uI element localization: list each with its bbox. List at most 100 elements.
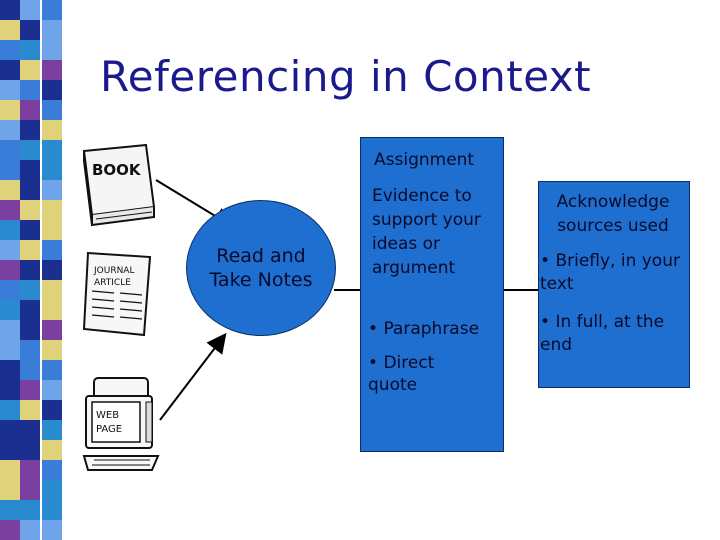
book-icon: BOOK [74, 143, 158, 233]
strip-square [42, 200, 62, 220]
strip-square [0, 380, 20, 400]
strip-square [20, 40, 40, 60]
strip-square [20, 340, 40, 360]
strip-square [20, 220, 40, 240]
read-take-notes-ellipse: Read and Take Notes [186, 200, 336, 336]
strip-square [0, 80, 20, 100]
acknowledge-bullet: • In full, at the end [540, 312, 665, 355]
assignment-bullet: • Paraphrase [368, 319, 480, 339]
strip-square [42, 100, 62, 120]
strip-square [42, 380, 62, 400]
strip-square [0, 440, 20, 460]
read-take-notes-label: Read and Take Notes [209, 245, 313, 291]
strip-square [42, 460, 62, 480]
acknowledge-bullet-text: In full, at the end [540, 312, 665, 355]
strip-square [0, 220, 20, 240]
strip-square [0, 160, 20, 180]
strip-square [20, 20, 40, 40]
web-page-icon: WEB PAGE [80, 372, 164, 476]
strip-square [20, 320, 40, 340]
assignment-text: Evidence to support your ideas or argume… [372, 186, 481, 278]
assignment-bullet: • Direct quote [368, 353, 435, 395]
strip-square [20, 200, 40, 220]
assignment-bullet-text: Direct quote [368, 353, 435, 395]
strip-square [20, 140, 40, 160]
strip-square [20, 440, 40, 460]
strip-square [20, 240, 40, 260]
strip-square [20, 360, 40, 380]
strip-square [42, 240, 62, 260]
strip-square [42, 40, 62, 60]
strip-square [20, 480, 40, 500]
strip-square [42, 360, 62, 380]
book-label: BOOK [92, 161, 142, 179]
strip-square [0, 320, 20, 340]
acknowledge-bullet: • Briefly, in your text [540, 251, 680, 294]
strip-square [42, 180, 62, 200]
strip-square [0, 500, 20, 520]
strip-square [42, 500, 62, 520]
strip-square [0, 60, 20, 80]
assignment-bullet-text: Paraphrase [383, 319, 480, 339]
strip-square [42, 20, 62, 40]
strip-square [0, 100, 20, 120]
strip-square [42, 300, 62, 320]
strip-square [20, 80, 40, 100]
strip-square [20, 300, 40, 320]
strip-square [0, 180, 20, 200]
strip-square [0, 400, 20, 420]
svg-text:WEB: WEB [96, 410, 119, 421]
strip-square [20, 420, 40, 440]
strip-square [0, 260, 20, 280]
strip-square [20, 120, 40, 140]
strip-square [0, 280, 20, 300]
strip-square [0, 20, 20, 40]
strip-square [42, 260, 62, 280]
strip-square [20, 520, 40, 540]
strip-square [0, 40, 20, 60]
strip-square [20, 400, 40, 420]
strip-square [20, 180, 40, 200]
strip-square [0, 340, 20, 360]
slide-title: Referencing in Context [100, 52, 592, 101]
strip-square [42, 440, 62, 460]
strip-square [0, 460, 20, 480]
strip-square [0, 420, 20, 440]
strip-square [42, 400, 62, 420]
strip-square [0, 360, 20, 380]
strip-square [0, 300, 20, 320]
decorative-color-strip [0, 0, 62, 540]
strip-square [0, 480, 20, 500]
strip-square [42, 160, 62, 180]
strip-square [42, 520, 62, 540]
strip-square [20, 60, 40, 80]
svg-text:JOURNAL: JOURNAL [93, 266, 134, 276]
strip-square [42, 420, 62, 440]
strip-square [0, 240, 20, 260]
strip-square [20, 500, 40, 520]
assignment-heading: Assignment [374, 150, 475, 170]
strip-square [20, 100, 40, 120]
strip-square [20, 460, 40, 480]
acknowledge-box [538, 181, 690, 388]
strip-square [42, 340, 62, 360]
strip-square [42, 220, 62, 240]
strip-square [20, 280, 40, 300]
strip-square [42, 480, 62, 500]
acknowledge-heading: Acknowledge sources used [556, 192, 670, 236]
assignment-box [360, 137, 504, 452]
strip-square [42, 120, 62, 140]
strip-square [42, 80, 62, 100]
strip-square [0, 120, 20, 140]
strip-square [0, 200, 20, 220]
strip-square [42, 280, 62, 300]
strip-square [0, 140, 20, 160]
strip-square [20, 260, 40, 280]
strip-square [42, 140, 62, 160]
journal-article-icon: JOURNAL ARTICLE [80, 247, 156, 339]
strip-square [20, 0, 40, 20]
strip-square [0, 520, 20, 540]
svg-text:ARTICLE: ARTICLE [94, 278, 131, 288]
strip-square [42, 320, 62, 340]
strip-square [42, 0, 62, 20]
